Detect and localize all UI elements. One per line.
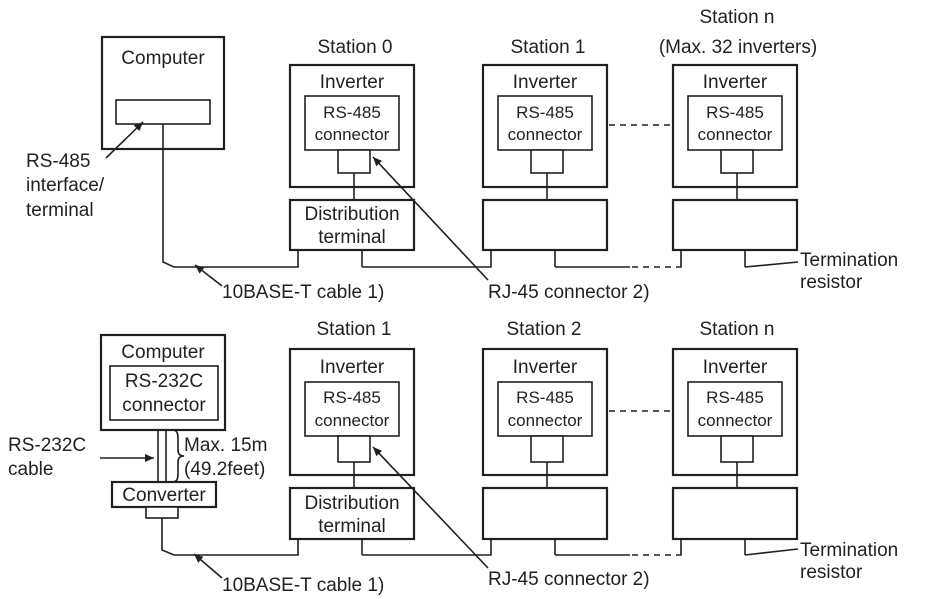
bottom-rs232c-label-2: connector [122, 395, 206, 416]
bottom-station-2-distribution-box [481, 486, 609, 541]
top-computer-label: Computer [121, 48, 205, 69]
bottom-station-n-tap-left [680, 539, 682, 556]
top-diagram: Computer RS-485 interface/ terminal Stat… [26, 7, 898, 303]
bottom-termination-label-2: resistor [800, 562, 863, 583]
top-station-0-label: Station 0 [318, 37, 393, 58]
bottom-cable-label: 10BASE-T cable 1) [222, 575, 384, 596]
bottom-station-n-rj45-port [720, 435, 754, 463]
top-station-1-rs485-box [497, 95, 593, 151]
top-station-1-distribution-box [481, 198, 609, 252]
bottom-station-1-distribution-box [288, 486, 416, 541]
bottom-rs232c-cable-label-1: RS-232C [8, 435, 86, 456]
bottom-station-2-tap-left [483, 539, 492, 556]
bottom-station-1-inverter-label: Inverter [320, 357, 385, 378]
top-station-0: Inverter RS-485 connector Distribution t… [288, 63, 416, 268]
top-rs485-interface-label-3: terminal [26, 200, 94, 221]
top-max-inverters-label: (Max. 32 inverters) [659, 37, 817, 58]
top-station-0-distribution-label-2: terminal [318, 227, 386, 248]
top-rj45-arrow [372, 156, 489, 281]
bottom-station-2-inverter-label: Inverter [513, 357, 578, 378]
top-termination-label-2: resistor [800, 272, 863, 293]
bottom-station-2-rj45-port [530, 435, 564, 463]
bottom-rs232c-label-1: RS-232C [125, 371, 203, 392]
top-station-n-rs485-label-2: connector [698, 125, 773, 144]
bottom-station-1-rs485-label-1: RS-485 [323, 388, 381, 407]
bottom-station-1-distribution-label-1: Distribution [304, 493, 399, 514]
top-station-1-rs485-label-1: RS-485 [516, 103, 574, 122]
bottom-station-1-rs485-box [304, 381, 400, 437]
top-station-n-rs485-label-1: RS-485 [706, 103, 764, 122]
top-termination-label-1: Termination [800, 250, 898, 271]
top-cable-arrow [194, 264, 223, 287]
top-station-n-rs485-box [687, 95, 783, 151]
bottom-station-2-label: Station 2 [507, 319, 582, 340]
top-station-0-rs485-label-1: RS-485 [323, 103, 381, 122]
bottom-termination-line [744, 548, 799, 556]
bottom-rj45-arrow [372, 446, 489, 569]
top-station-0-inverter-label: Inverter [320, 72, 385, 93]
bottom-station-1-tap-left [290, 539, 299, 556]
top-station-1-rs485-label-2: connector [508, 125, 583, 144]
top-station-1-rj45-port [530, 149, 564, 174]
top-rs485-interface-label-1: RS-485 [26, 151, 90, 172]
top-station-n-rj45-port [720, 149, 754, 174]
bottom-converter: Converter [110, 480, 218, 519]
bottom-station-1-distribution-label-2: terminal [318, 516, 386, 537]
top-station-1: Inverter RS-485 connector [481, 63, 609, 268]
top-station-n-label: Station n [700, 7, 775, 28]
top-station-1-inverter-label: Inverter [513, 72, 578, 93]
bottom-rs232c-cable-label-2: cable [8, 459, 53, 480]
bottom-length-brace [171, 429, 185, 483]
top-station-n: Inverter RS-485 connector [671, 63, 799, 268]
bottom-main-cable [161, 518, 290, 556]
bottom-termination-label-1: Termination [800, 540, 898, 561]
top-station-0-rs485-box [304, 95, 400, 151]
bottom-computer: Computer RS-232C connector [99, 333, 227, 432]
top-station-1-label: Station 1 [511, 37, 586, 58]
bottom-station-n-rs485-label-1: RS-485 [706, 388, 764, 407]
bottom-station-n-inverter-label: Inverter [703, 357, 768, 378]
top-main-cable [162, 124, 290, 268]
bottom-computer-label: Computer [121, 342, 205, 363]
bottom-station-n-distribution-box [671, 486, 799, 541]
bottom-rj45-label: RJ-45 connector 2) [488, 569, 650, 590]
top-station-0-tap-left [290, 250, 299, 268]
bottom-station-n: Inverter RS-485 connector [671, 347, 799, 556]
bottom-converter-label: Converter [122, 485, 206, 506]
bottom-max-length-label-2: (49.2feet) [184, 459, 265, 480]
bottom-rs232c-box [109, 365, 219, 421]
bottom-station-2-rs485-label-1: RS-485 [516, 388, 574, 407]
top-rs485-interface-label-2: interface/ [26, 175, 105, 196]
bottom-converter-port [145, 506, 179, 519]
top-station-0-distribution-box [288, 198, 416, 252]
bottom-cable-arrow [193, 553, 223, 579]
bottom-station-2: Inverter RS-485 connector [481, 347, 609, 556]
bottom-station-1-rs485-label-2: connector [315, 411, 390, 430]
top-termination-line [744, 261, 799, 268]
bottom-station-1-label: Station 1 [317, 319, 392, 340]
top-cable-label: 10BASE-T cable 1) [222, 282, 384, 303]
top-station-n-distribution-box [671, 198, 799, 252]
bottom-diagram: Computer RS-232C connector Max. 15m (49.… [8, 319, 898, 596]
top-rs485-interface-arrow [105, 121, 144, 159]
bottom-station-2-rs485-label-2: connector [508, 411, 583, 430]
top-rj45-label: RJ-45 connector 2) [488, 282, 650, 303]
top-station-0-distribution-label-1: Distribution [304, 204, 399, 225]
top-station-1-tap-left [483, 250, 492, 268]
top-rs485-port [115, 99, 211, 125]
bottom-max-length-label-1: Max. 15m [184, 435, 267, 456]
top-station-0-rs485-label-2: connector [315, 125, 390, 144]
top-station-0-rj45-port [337, 149, 371, 174]
top-station-n-inverter-label: Inverter [703, 72, 768, 93]
top-station-n-tap-left [680, 250, 682, 268]
bottom-station-1-rj45-port [337, 435, 371, 463]
bottom-station-1: Inverter RS-485 connector Distribution t… [288, 347, 416, 556]
bottom-converter-box [110, 480, 218, 509]
bottom-station-n-rs485-label-2: connector [698, 411, 773, 430]
bottom-station-n-label: Station n [700, 319, 775, 340]
bottom-station-2-rs485-box [497, 381, 593, 437]
